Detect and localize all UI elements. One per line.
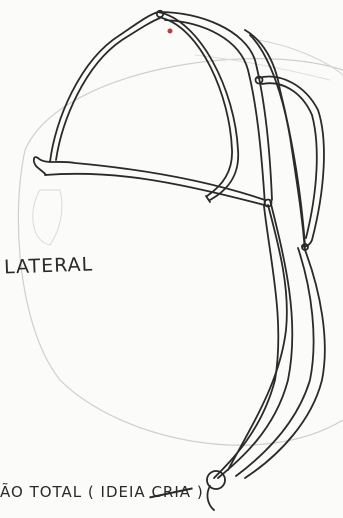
arm-loop [258, 77, 324, 247]
arch-left-inner [56, 18, 160, 160]
arch-left-outer [50, 12, 158, 162]
arm-tick [206, 196, 210, 202]
label-bottom-idea: IDEIA [101, 483, 152, 501]
bottom-tail [207, 486, 214, 510]
strip-d [250, 35, 305, 250]
arch-right-inner [162, 18, 232, 196]
label-bottom: ÃO TOTAL ( IDEIA CRIA ) [0, 483, 204, 501]
pencil-inner-shape [33, 190, 62, 245]
label-bottom-suffix: ) [191, 483, 204, 501]
label-lateral: LATERAL [4, 253, 94, 278]
leg-1 [218, 200, 292, 478]
label-bottom-struck: CRIA [151, 483, 191, 501]
red-dot [168, 29, 173, 34]
strip-c [245, 30, 305, 245]
label-bottom-prefix: ÃO TOTAL ( [0, 483, 101, 501]
